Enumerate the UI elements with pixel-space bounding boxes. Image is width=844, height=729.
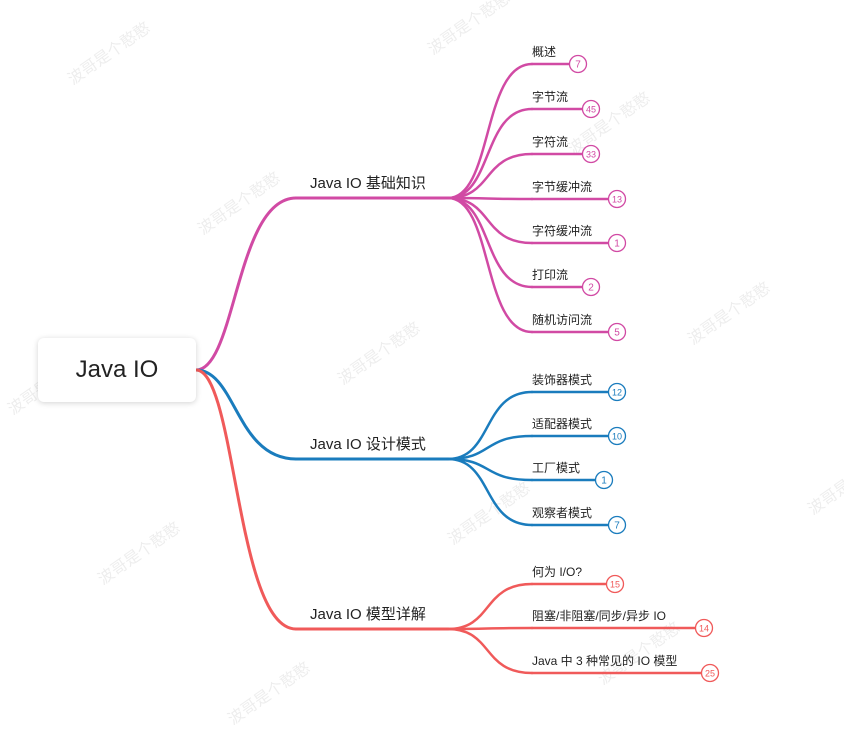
- count-badge-value: 5: [614, 328, 620, 339]
- child-label[interactable]: 适配器模式: [532, 417, 592, 431]
- child-connector: [446, 107, 534, 200]
- root-node[interactable]: Java IO: [38, 338, 196, 402]
- branch-label[interactable]: Java IO 设计模式: [310, 436, 426, 453]
- child-label[interactable]: 字符缓冲流: [532, 223, 592, 238]
- child-label[interactable]: 何为 I/O?: [532, 565, 582, 579]
- count-badge[interactable]: [594, 470, 614, 490]
- root-label: Java IO: [75, 356, 159, 383]
- count-badge-value: 33: [586, 150, 596, 160]
- branch-connector: [194, 196, 298, 372]
- count-badge-value: 12: [612, 388, 622, 398]
- branch-connector: [194, 368, 298, 631]
- child-connector: [446, 434, 534, 461]
- count-badge-value: 1: [614, 239, 620, 250]
- count-badge-value: 15: [610, 580, 620, 590]
- child-label[interactable]: 字节流: [532, 89, 568, 104]
- count-badge[interactable]: [581, 144, 601, 164]
- count-badge-value: 10: [612, 432, 622, 442]
- child-label[interactable]: 字节缓冲流: [532, 179, 592, 194]
- child-connector: [446, 152, 534, 200]
- branch-connector: [194, 368, 298, 461]
- count-badge[interactable]: [607, 322, 627, 342]
- child-connector: [446, 196, 534, 334]
- count-badge-value: 7: [575, 60, 581, 71]
- branch-label[interactable]: Java IO 模型详解: [310, 606, 426, 623]
- child-connector: [446, 196, 534, 201]
- count-badge-value: 45: [586, 105, 596, 115]
- child-connector: [446, 457, 534, 482]
- count-badge[interactable]: [607, 382, 627, 402]
- branch-label[interactable]: Java IO 基础知识: [310, 175, 426, 192]
- count-badge-value: 13: [612, 195, 622, 205]
- count-badge-value: 7: [614, 521, 620, 532]
- child-label[interactable]: 工厂模式: [532, 461, 580, 475]
- count-badge[interactable]: [605, 574, 625, 594]
- count-badge[interactable]: [700, 663, 720, 683]
- count-badge[interactable]: [607, 515, 627, 535]
- count-badge-value: 25: [705, 669, 715, 679]
- count-badge-value: 2: [588, 283, 594, 294]
- count-badge[interactable]: [581, 99, 601, 119]
- count-badge-value: 14: [699, 624, 709, 634]
- count-badge-value: 1: [601, 476, 607, 487]
- count-badge[interactable]: [568, 54, 588, 74]
- child-label[interactable]: 打印流: [532, 268, 568, 282]
- child-connector: [446, 196, 534, 245]
- child-label[interactable]: 装饰器模式: [532, 373, 592, 387]
- count-badge[interactable]: [607, 189, 627, 209]
- count-badge[interactable]: [694, 618, 714, 638]
- child-label[interactable]: Java 中 3 种常见的 IO 模型: [532, 653, 677, 668]
- child-label[interactable]: 字符流: [532, 134, 568, 149]
- child-connector: [446, 457, 534, 527]
- count-badge[interactable]: [607, 233, 627, 253]
- child-label[interactable]: 随机访问流: [532, 312, 592, 327]
- child-connector: [446, 62, 534, 200]
- child-label[interactable]: 阻塞/非阻塞/同步/异步 IO: [532, 608, 666, 623]
- child-label[interactable]: 概述: [532, 45, 556, 59]
- child-connector: [446, 627, 534, 675]
- child-connector: [446, 390, 534, 461]
- count-badge[interactable]: [581, 277, 601, 297]
- child-label[interactable]: 观察者模式: [532, 506, 592, 520]
- child-connector: [446, 626, 534, 631]
- count-badge[interactable]: [607, 426, 627, 446]
- child-connector: [446, 582, 534, 631]
